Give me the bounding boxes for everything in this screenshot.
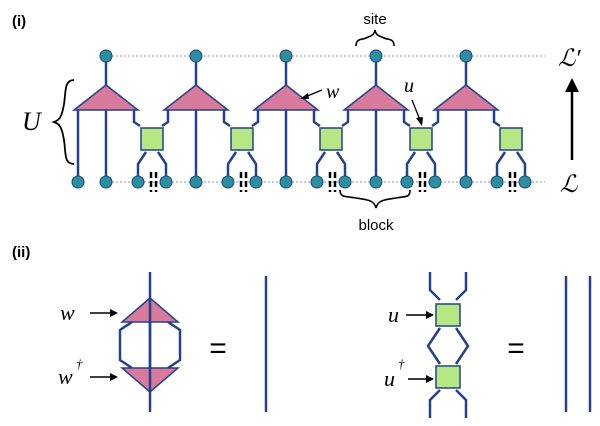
isometry-tensor [431, 84, 501, 111]
disentangler-left-loop [426, 327, 442, 365]
isometry-left-leg [161, 110, 170, 128]
bottom-site-node [249, 175, 263, 189]
u-pointer-arrow [411, 99, 421, 121]
top-site-node [189, 49, 203, 63]
panel-i-label: (i) [12, 13, 26, 30]
bottom-site-node [279, 175, 293, 189]
isometry-right-leg [312, 110, 321, 128]
isometry-left-leg [118, 320, 133, 370]
isometry-tensor [341, 84, 411, 111]
w-pointer-arrowhead [300, 93, 309, 99]
block-separators [149, 172, 517, 192]
disentangler-u-dagger-tensor [435, 365, 461, 389]
bottom-site-node [159, 175, 173, 189]
isometry-left-leg [341, 110, 350, 128]
bottom-site-node [189, 175, 203, 189]
isometry-left-leg [431, 110, 440, 128]
u-dagger-label-ii: u [384, 366, 395, 391]
L-label: ℒ [560, 172, 578, 198]
renormalization-arrowhead [565, 78, 579, 92]
top-site-node [279, 49, 293, 63]
isometry-right-leg [132, 110, 141, 128]
isometry-identity [118, 272, 182, 412]
u-pointer-arrowhead [416, 117, 423, 126]
u-label: u [404, 75, 414, 97]
disentangler-right-loop [454, 327, 470, 365]
bottom-site-node [428, 175, 442, 189]
bottom-site-node [99, 175, 113, 189]
bottom-site-node [490, 175, 504, 189]
isometry-right-leg [492, 110, 501, 128]
isometry-right-leg [402, 110, 411, 128]
disentangler-tensor [409, 127, 433, 151]
w-arrowhead-ii [110, 309, 118, 317]
network-tensors [71, 84, 523, 151]
top-site-node [99, 49, 113, 63]
u-arrowhead-ii [426, 311, 434, 319]
u-dagger-arrowhead-ii [426, 375, 434, 383]
U-brace [51, 79, 75, 165]
bottom-site-node [310, 175, 324, 189]
disentangler-tensor [140, 127, 164, 151]
equals-sign-2: = [507, 332, 525, 365]
isometry-tensor [71, 84, 141, 111]
site-label: site [363, 11, 386, 28]
u-label-ii: u [388, 302, 399, 327]
w-dagger-arrowhead-ii [110, 373, 118, 381]
network-legs [76, 56, 527, 182]
bottom-site-node [221, 175, 235, 189]
U-label: U [22, 107, 43, 136]
disentangler-tensor [319, 127, 343, 151]
w-dagger-label-ii: w [58, 364, 73, 389]
isometry-left-leg [251, 110, 260, 128]
isometry-right-leg [222, 110, 231, 128]
isometry-right-leg [167, 320, 182, 370]
network-site-nodes [71, 49, 532, 189]
panel-ii-label: (ii) [12, 244, 30, 261]
disentangler-tensor [230, 127, 254, 151]
bottom-site-node [400, 175, 414, 189]
bottom-site-node [369, 175, 383, 189]
block-brace [339, 189, 411, 209]
bottom-site-node [459, 175, 473, 189]
L-prime-label: ℒ′ [558, 46, 581, 72]
isometry-tensor [161, 84, 231, 111]
bottom-site-node [518, 175, 532, 189]
equals-sign-1: = [209, 332, 227, 365]
disentangler-u-tensor [435, 303, 461, 327]
w-label-ii: w [60, 300, 75, 325]
disentangler-identity [426, 272, 470, 418]
bottom-site-node [338, 175, 352, 189]
w-dagger-symbol: † [76, 356, 83, 371]
top-site-node [369, 49, 383, 63]
site-brace [355, 29, 395, 47]
bottom-site-node [71, 175, 85, 189]
u-dagger-symbol: † [398, 356, 405, 371]
disentangler-tensor [499, 127, 523, 151]
block-label: block [358, 217, 394, 234]
bottom-site-node [131, 175, 145, 189]
top-site-node [459, 49, 473, 63]
w-label: w [326, 81, 340, 103]
